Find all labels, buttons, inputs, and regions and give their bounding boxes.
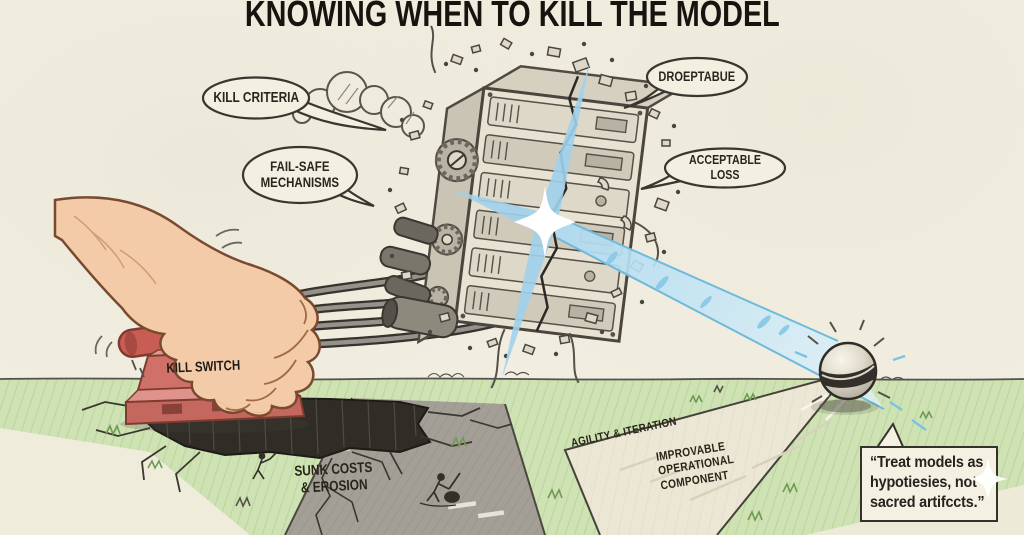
callout-acceptable-loss: ACCEPTABLE LOSS <box>688 152 762 182</box>
ball-shadow <box>811 399 879 415</box>
road-streaks <box>619 419 831 502</box>
speech-bubble-acceptable-loss <box>663 147 787 189</box>
sunk-costs-label: SUNK COSTS & EROSION <box>294 459 373 497</box>
quote-box: “Treat models as hypotiesies, not sacred… <box>860 446 998 523</box>
bubble-tail-kill-criteria <box>287 100 387 132</box>
finger-lines <box>225 299 309 411</box>
starburst-core <box>514 186 576 258</box>
rolling-marble <box>794 319 927 432</box>
callout-droeptabue: DROEPTABUE <box>658 69 736 85</box>
bubble-tail-droeptabue <box>623 84 671 110</box>
wrist-creases <box>73 215 157 285</box>
speech-bubble-fail-safe <box>241 145 359 205</box>
stick-figure-flag <box>252 452 277 480</box>
explosion-starburst <box>452 62 885 410</box>
light-beam <box>547 212 885 410</box>
ball-sparkle-lines <box>794 319 927 432</box>
wheel-streaks <box>800 393 847 422</box>
server-pipes <box>379 216 459 339</box>
hand-motion-arcs <box>94 228 243 358</box>
blue-droplets <box>606 251 790 336</box>
callout-kill-criteria: KILL CRITERIA <box>213 89 299 106</box>
road-cracks <box>315 419 513 535</box>
page-title: KNOWING WHEN TO KILL THE MODEL <box>244 0 780 34</box>
speech-bubble-kill-criteria <box>201 76 311 120</box>
white-sparkle-icon <box>968 458 1008 500</box>
grass-tufts <box>105 384 933 522</box>
light-road <box>563 372 849 535</box>
speech-bubble-droeptabue <box>645 56 749 98</box>
callout-fail-safe: FAIL-SAFE MECHANISMS <box>260 158 340 190</box>
speech-bubbles <box>201 56 787 208</box>
pressing-hand <box>53 196 321 418</box>
stick-figure-mower <box>419 472 461 507</box>
